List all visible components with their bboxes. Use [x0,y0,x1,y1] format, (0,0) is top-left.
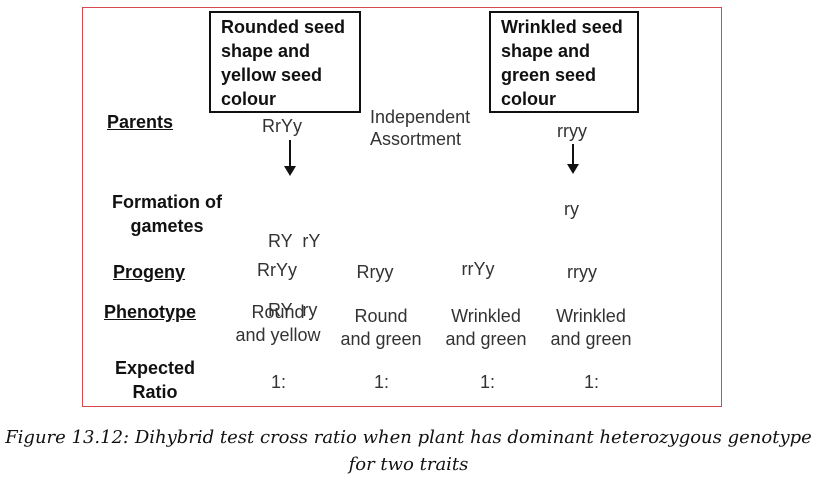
ratio-2: 1: [374,372,390,392]
label-ratio: Expected Ratio [100,356,210,404]
phenotype-3-line-1: Wrinkled [451,306,521,326]
phenotype-1: Round and yellow [226,301,330,347]
phenotype-2-line-1: Round [354,306,408,326]
box-right-line-3: green seed [501,65,597,85]
parent-box-right: Wrinkled seed shape and green seed colou… [489,11,639,113]
gametes-right: ry [564,199,579,219]
phenotype-3-line-2: and green [445,329,527,349]
label-progeny: Progeny [113,262,186,282]
independent-assortment: Independent Assortment [370,106,470,150]
phenotype-1-line-2: and yellow [235,325,321,345]
arrow-down-right-icon [567,144,579,174]
diagram-frame [82,7,722,407]
phenotype-4: Wrinkled and green [540,305,642,351]
parent-genotype-right: rryy [557,121,587,141]
parent-genotype-left: RrYy [262,116,302,136]
phenotype-1-line-1: Round [251,302,305,322]
gametes-left-line-2: RY ry [268,300,318,320]
box-left-line-3: yellow seed [221,65,323,85]
figure-caption: Figure 13.12: Dihybrid test cross ratio … [0,424,817,478]
gametes-left-line-1: RY rY [268,231,321,251]
box-right-line-4: colour [501,89,557,109]
box-left-line-1: Rounded seed [221,17,346,37]
label-parents: Parents [107,112,174,132]
box-right-line-1: Wrinkled seed [501,17,623,37]
box-right-line-2: shape and [501,41,591,61]
phenotype-2-line-2: and green [340,329,422,349]
progeny-3: rrYy [461,259,495,279]
phenotype-4-line-1: Wrinkled [556,306,626,326]
label-gametes: Formation of gametes [100,190,234,238]
label-gametes-line-1: Formation of [112,192,222,212]
box-left-line-2: shape and [221,41,311,61]
label-gametes-line-2: gametes [130,216,204,236]
label-phenotype: Phenotype [104,302,197,322]
gametes-left: RY rY RY ry [268,184,320,345]
independent-line-2: Assortment [370,129,462,149]
progeny-2: Rryy [356,262,394,282]
caption-line-1: Figure 13.12: Dihybrid test cross ratio … [5,427,812,448]
arrow-down-left-icon [284,140,296,176]
phenotype-3: Wrinkled and green [436,305,536,351]
ratio-3: 1: [480,372,496,392]
parent-box-left: Rounded seed shape and yellow seed colou… [209,11,361,113]
phenotype-4-line-2: and green [550,329,632,349]
label-ratio-line-2: Ratio [132,382,178,402]
caption-line-2: for two traits [348,454,469,475]
independent-line-1: Independent [370,107,471,127]
progeny-4: rryy [567,262,597,282]
label-ratio-line-1: Expected [114,358,196,378]
progeny-1: RrYy [257,260,297,280]
ratio-1: 1: [271,372,287,392]
phenotype-2: Round and green [332,305,430,351]
box-left-line-4: colour [221,89,277,109]
ratio-4: 1: [584,372,600,392]
